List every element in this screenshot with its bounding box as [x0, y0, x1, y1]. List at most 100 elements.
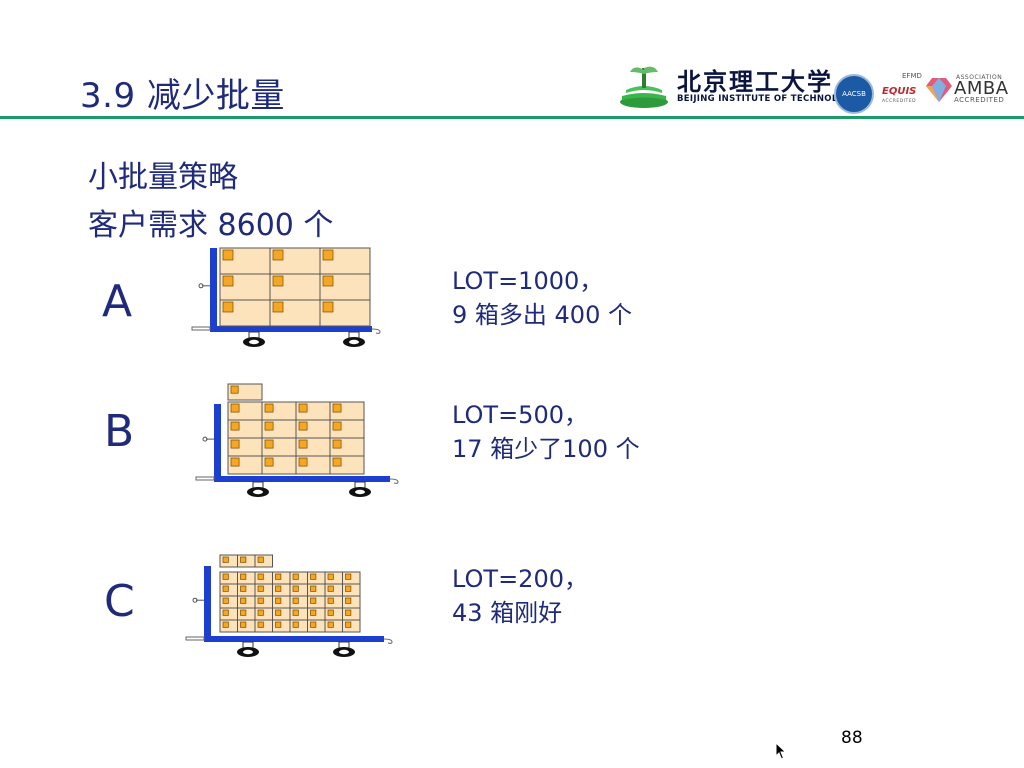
- option-b-desc: 17 箱少了100 个: [452, 435, 640, 463]
- box: [342, 607, 361, 621]
- box-label: [292, 621, 299, 628]
- mouse-cursor-icon: [775, 741, 787, 760]
- box-label: [275, 585, 282, 592]
- box-label: [230, 385, 239, 394]
- box-label: [275, 609, 282, 616]
- box-label: [222, 249, 234, 261]
- box-label: [230, 421, 240, 431]
- box-label: [257, 621, 264, 628]
- cart-tip: [383, 638, 393, 644]
- bit-logo: 北京理工大学 BEIJING INSTITUTE OF TECHNOLOGY A…: [618, 62, 1010, 114]
- box-label: [264, 403, 274, 413]
- box-label: [345, 621, 352, 628]
- box: [324, 571, 343, 585]
- box: [342, 595, 361, 609]
- box: [289, 571, 308, 585]
- efmd-label: EFMD: [902, 72, 922, 80]
- box: [307, 619, 326, 633]
- box-label: [327, 585, 334, 592]
- amba-label: AMBA: [954, 78, 1009, 99]
- box-label: [332, 403, 342, 413]
- box: [272, 607, 291, 621]
- box-label: [240, 609, 247, 616]
- box-label: [327, 597, 334, 604]
- box-label: [240, 621, 247, 628]
- cart-pedal: [191, 326, 211, 331]
- option-c-desc: 43 箱刚好: [452, 599, 563, 627]
- box: [254, 595, 273, 609]
- box: [289, 583, 308, 597]
- box: [307, 583, 326, 597]
- box: [342, 571, 361, 585]
- box: [342, 619, 361, 633]
- box-label: [222, 573, 229, 580]
- box-label: [230, 457, 240, 467]
- box-label: [332, 439, 342, 449]
- box-label: [264, 457, 274, 467]
- box-label: [298, 403, 308, 413]
- box: [307, 571, 326, 585]
- box-label: [322, 249, 334, 261]
- box-label: [272, 301, 284, 313]
- box: [254, 571, 273, 585]
- aacsb-badge: AACSB: [834, 74, 874, 114]
- option-a-lot: LOT=1000，: [452, 267, 604, 295]
- box: [254, 583, 273, 597]
- box-label: [310, 609, 317, 616]
- cart-mast: [210, 248, 217, 332]
- box-label: [322, 275, 334, 287]
- box-label: [322, 301, 334, 313]
- box-label: [222, 621, 229, 628]
- box-label: [292, 573, 299, 580]
- cart-mast: [214, 404, 221, 482]
- cart-base: [214, 476, 390, 482]
- amba-assoc-label: ASSOCIATION: [956, 74, 1003, 81]
- cart-base: [210, 326, 372, 332]
- box-label: [257, 609, 264, 616]
- box: [289, 619, 308, 633]
- box-label: [298, 457, 308, 467]
- box: [272, 571, 291, 585]
- box-label: [345, 573, 352, 580]
- cart-wheel-hub: [355, 489, 365, 495]
- logo-name-cn: 北京理工大学: [677, 67, 833, 96]
- box-label: [292, 609, 299, 616]
- option-b-letter: B: [104, 406, 135, 457]
- box-label: [240, 556, 247, 563]
- box: [254, 607, 273, 621]
- box: [254, 619, 273, 633]
- box-label: [298, 421, 308, 431]
- box-label: [240, 573, 247, 580]
- box-label: [264, 421, 274, 431]
- box-label: [222, 585, 229, 592]
- box: [272, 619, 291, 633]
- cart-wheel-hub: [249, 339, 259, 345]
- bit-emblem-icon: [620, 66, 668, 108]
- strategy-label: 小批量策略: [88, 160, 238, 195]
- option-c-text: LOT=200， 43 箱刚好: [452, 562, 588, 630]
- box-label: [275, 597, 282, 604]
- cart-handle-knob: [198, 283, 204, 289]
- box-label: [345, 597, 352, 604]
- box-label: [222, 597, 229, 604]
- box-label: [332, 457, 342, 467]
- box: [342, 583, 361, 597]
- box: [289, 595, 308, 609]
- box: [324, 583, 343, 597]
- box-label: [275, 621, 282, 628]
- cart-pedal: [195, 476, 215, 481]
- cart-base: [204, 636, 384, 642]
- cart-handle-knob: [192, 597, 198, 603]
- box-label: [222, 609, 229, 616]
- cart-wheel-hub: [243, 649, 253, 655]
- box: [289, 607, 308, 621]
- box-label: [310, 573, 317, 580]
- box-label: [310, 621, 317, 628]
- equis-label: EQUIS: [882, 86, 917, 97]
- page-number: 88: [841, 728, 863, 748]
- box-label: [310, 597, 317, 604]
- equis-sub-label: ACCREDITED: [882, 99, 917, 104]
- box-label: [345, 609, 352, 616]
- box: [324, 619, 343, 633]
- box: [272, 583, 291, 597]
